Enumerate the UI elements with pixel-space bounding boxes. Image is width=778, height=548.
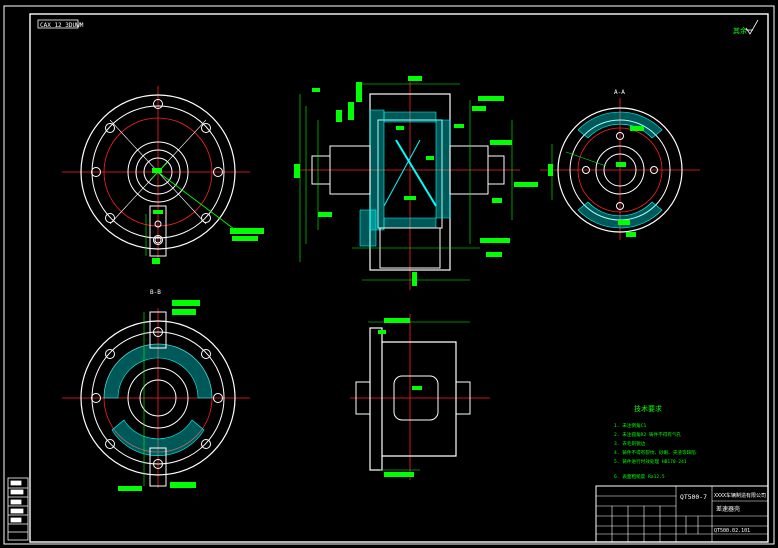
main-section-view xyxy=(294,76,538,290)
technical-requirements: 技术要求 1. 未注倒角C1 2. 未注圆角R2 铸件不得有气孔 3. 去毛刺锐… xyxy=(614,404,696,480)
section-view-b-b: B-B xyxy=(62,289,250,491)
svg-text:B-B: B-B xyxy=(150,289,161,296)
left-edge-table xyxy=(7,477,29,541)
svg-text:其余: 其余 xyxy=(733,26,747,35)
drawing-number: QT500.02.101 xyxy=(714,528,750,534)
svg-text:技术要求: 技术要求 xyxy=(634,404,662,413)
svg-text:5. 铸件进行时效处理 HB170-241: 5. 铸件进行时效处理 HB170-241 xyxy=(614,458,687,465)
side-view xyxy=(350,314,490,480)
svg-text:3. 去毛刺锐边: 3. 去毛刺锐边 xyxy=(614,440,646,447)
roughness-symbol: 其余 xyxy=(733,19,759,35)
section-view-a-a: A-A xyxy=(540,89,700,240)
part-code: QT500-7 xyxy=(680,493,707,501)
svg-text:6. 表面粗糙度 Ra12.5: 6. 表面粗糙度 Ra12.5 xyxy=(614,473,665,480)
svg-text:4. 铸件不得有裂纹、砂眼、夹渣等缺陷: 4. 铸件不得有裂纹、砂眼、夹渣等缺陷 xyxy=(614,449,696,456)
svg-text:2. 未注圆角R2 铸件不得有气孔: 2. 未注圆角R2 铸件不得有气孔 xyxy=(614,431,682,438)
end-view-top-left xyxy=(62,86,264,264)
outer-border xyxy=(3,5,775,545)
company-name: XXXX车辆制造有限公司 xyxy=(714,492,766,499)
svg-text:A-A: A-A xyxy=(614,89,625,96)
title-block: QT500-7 XXXX车辆制造有限公司 差速器壳 QT500.02.101 xyxy=(595,485,769,543)
part-name: 差速器壳 xyxy=(716,505,740,513)
corner-tag: CAX 12 3DUWM xyxy=(37,19,84,29)
inner-frame xyxy=(29,13,769,543)
svg-text:CAX 12 3DUWM: CAX 12 3DUWM xyxy=(40,22,84,29)
svg-text:1. 未注倒角C1: 1. 未注倒角C1 xyxy=(614,422,646,429)
